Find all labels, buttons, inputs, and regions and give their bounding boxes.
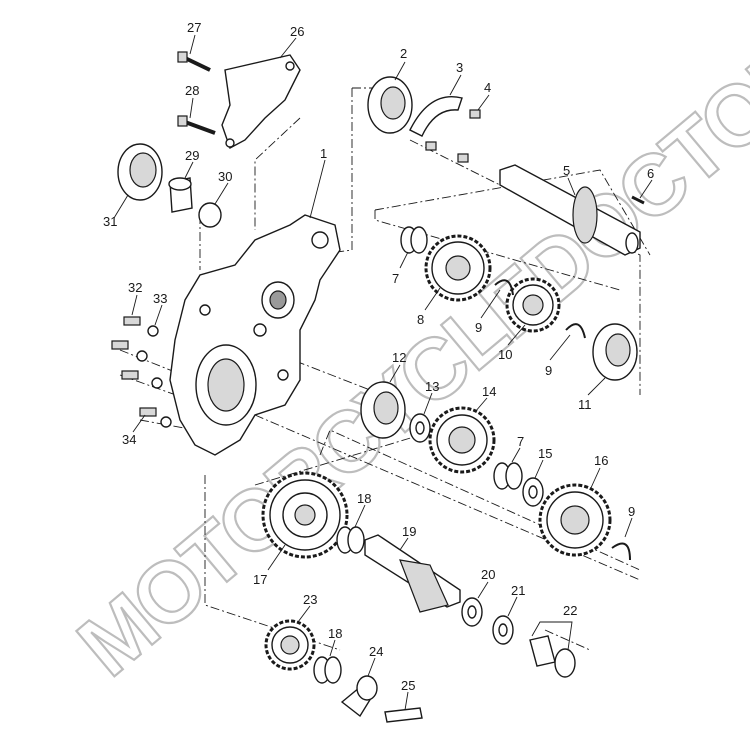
callout-34: 34 <box>122 432 136 447</box>
callout-16: 16 <box>594 453 608 468</box>
gear-17 <box>261 471 349 559</box>
washer-15 <box>522 477 544 507</box>
callout-15: 15 <box>538 446 552 461</box>
callout-21: 21 <box>511 583 525 598</box>
callout-24: 24 <box>369 644 383 659</box>
bush <box>168 177 193 213</box>
callout-17: 17 <box>253 572 267 587</box>
callout-12: 12 <box>392 350 406 365</box>
oil-seal <box>117 143 163 201</box>
callout-29: 29 <box>185 148 199 163</box>
callout-9c: 9 <box>628 504 635 519</box>
needle-bearing-18a <box>336 526 365 554</box>
callout-30: 30 <box>218 169 232 184</box>
callout-18b: 18 <box>328 626 342 641</box>
callout-11: 11 <box>578 397 592 412</box>
gear-14 <box>428 406 496 474</box>
bearing-12 <box>360 381 406 439</box>
callout-19: 19 <box>402 524 416 539</box>
bearing-11 <box>592 323 638 381</box>
callout-25: 25 <box>401 678 415 693</box>
callout-28: 28 <box>185 83 199 98</box>
callout-8: 8 <box>417 312 424 327</box>
circlip-9a <box>494 279 514 296</box>
bush-22 <box>529 635 576 678</box>
gear-10 <box>505 277 561 333</box>
screws-4 <box>425 109 481 163</box>
shaft-25 <box>384 707 423 723</box>
washer-20 <box>461 597 483 627</box>
o-ring <box>198 202 222 228</box>
callout-23: 23 <box>303 592 317 607</box>
callout-7a: 7 <box>392 271 399 286</box>
callout-4: 4 <box>484 80 491 95</box>
callout-9b: 9 <box>545 363 552 378</box>
callout-18a: 18 <box>357 491 371 506</box>
washer-13 <box>409 413 431 443</box>
circlip-9b <box>565 323 586 339</box>
callout-9a: 9 <box>475 320 482 335</box>
cover-bolts <box>111 316 172 428</box>
crankcase-cover <box>169 214 341 456</box>
washer-21 <box>492 615 514 645</box>
pin-6 <box>631 195 645 205</box>
leader-lines <box>113 34 653 711</box>
guard-plate <box>221 54 301 150</box>
bearing-2 <box>367 76 413 134</box>
callout-1: 1 <box>320 146 327 161</box>
callout-20: 20 <box>481 567 495 582</box>
callout-3: 3 <box>456 60 463 75</box>
callout-14: 14 <box>482 384 496 399</box>
callout-32: 32 <box>128 280 142 295</box>
gear-16 <box>538 483 612 557</box>
callout-numbers: 1 2 3 4 5 6 7 7 8 9 9 9 10 11 12 13 14 1… <box>103 20 654 693</box>
collar-24 <box>340 675 378 718</box>
needle-bearing-7a <box>400 226 428 254</box>
gear-23 <box>264 619 316 671</box>
circlip-9c <box>611 542 631 561</box>
callout-2: 2 <box>400 46 407 61</box>
callout-22: 22 <box>563 603 577 618</box>
bolt-27 <box>177 51 211 72</box>
callout-26: 26 <box>290 24 304 39</box>
callout-27: 27 <box>187 20 201 35</box>
bolt-28 <box>177 115 216 135</box>
input-shaft <box>499 164 641 256</box>
retainer-plate <box>409 96 463 137</box>
output-shaft <box>364 534 461 613</box>
callout-33: 33 <box>153 291 167 306</box>
callout-6: 6 <box>647 166 654 181</box>
callout-13: 13 <box>425 379 439 394</box>
callout-10: 10 <box>498 347 512 362</box>
callout-7b: 7 <box>517 434 524 449</box>
gear-8 <box>424 234 492 302</box>
needle-bearing-7b <box>493 462 523 490</box>
callout-5: 5 <box>563 163 570 178</box>
needle-bearing-18b <box>313 656 342 684</box>
callout-31: 31 <box>103 214 117 229</box>
